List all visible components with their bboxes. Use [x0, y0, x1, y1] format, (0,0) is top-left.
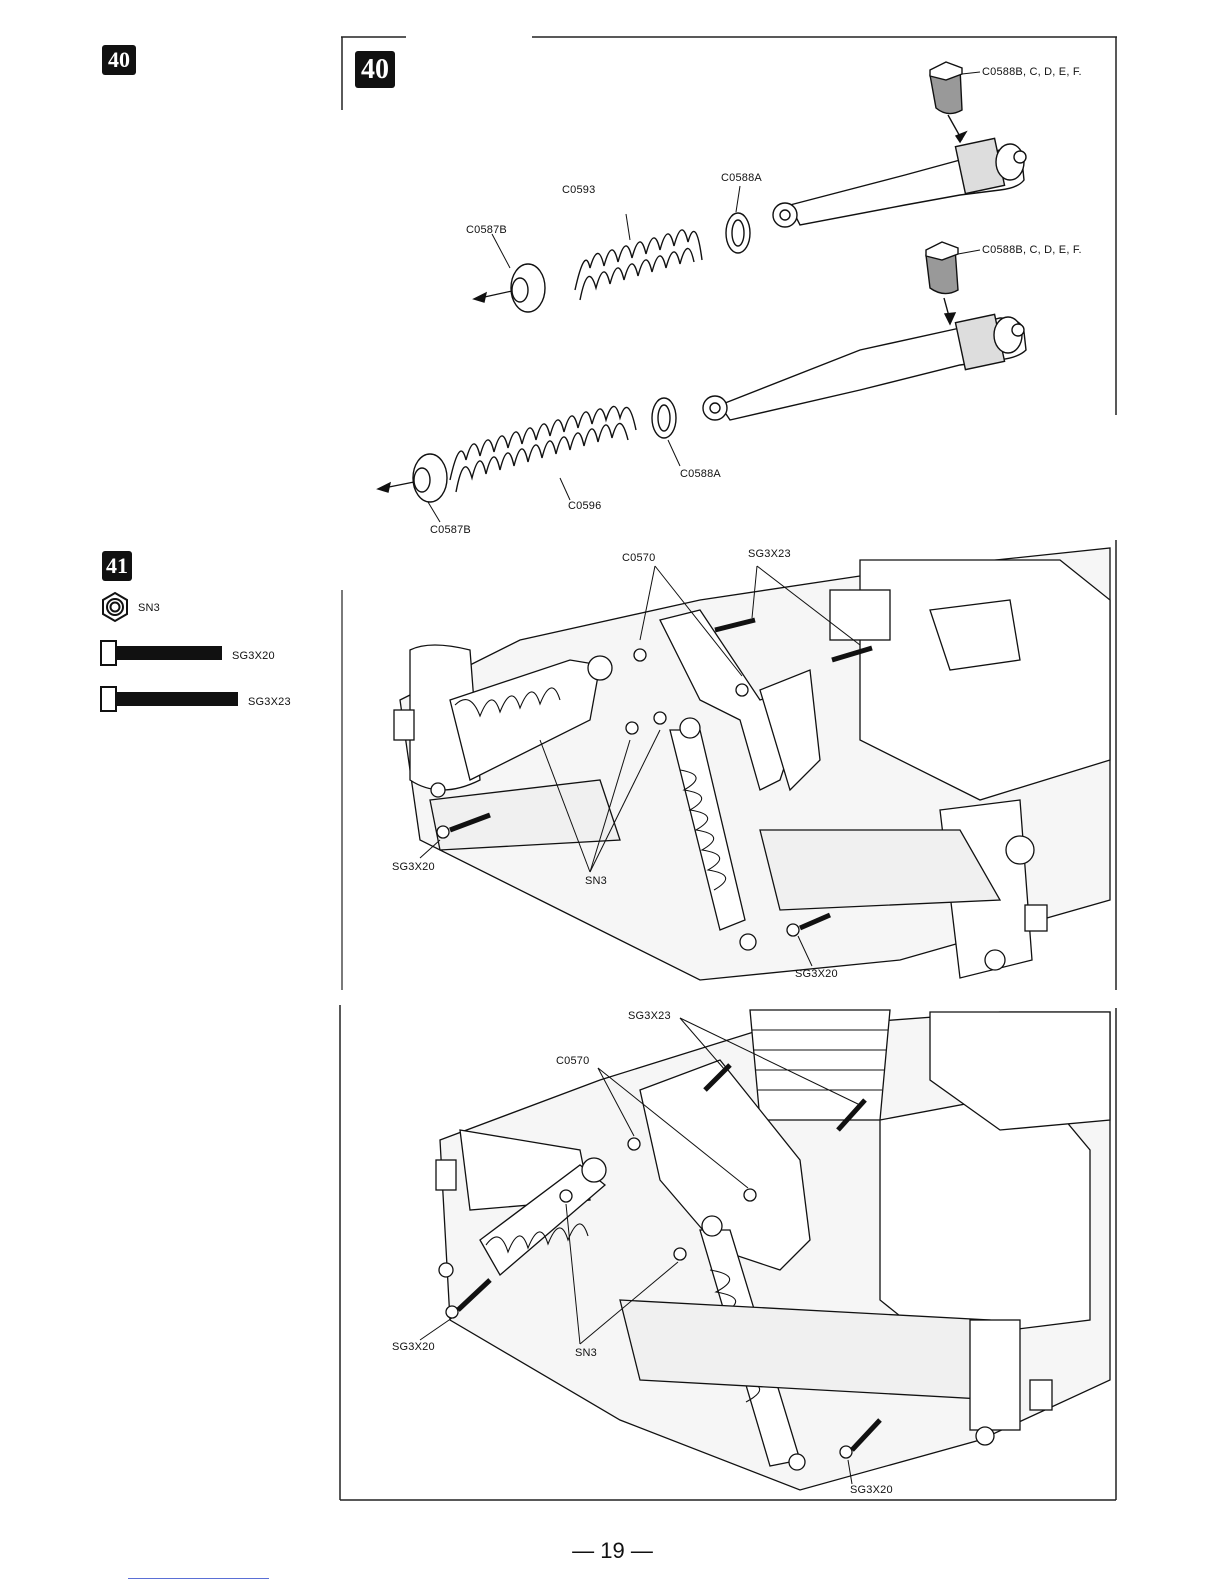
label-sn3-b: SN3 [575, 1347, 597, 1359]
label-sn3-a: SN3 [585, 875, 607, 887]
page-number: — 19 — [0, 1538, 1225, 1564]
label-sg3x20-left-a: SG3X20 [392, 861, 435, 873]
footer-rule [128, 1578, 269, 1579]
label-sg3x20-right-a: SG3X20 [795, 968, 838, 980]
front-shock-mount-diagram [380, 1005, 1116, 1500]
label-sg3x20-left-b: SG3X20 [392, 1341, 435, 1353]
label-sg3x20-right-b: SG3X20 [850, 1484, 893, 1496]
rear-shock-mount-diagram [380, 540, 1116, 990]
label-sg3x23-a: SG3X23 [748, 548, 791, 560]
label-c0570-a: C0570 [622, 552, 655, 564]
label-sg3x23-b: SG3X23 [628, 1010, 671, 1022]
label-c0570-b: C0570 [556, 1055, 589, 1067]
